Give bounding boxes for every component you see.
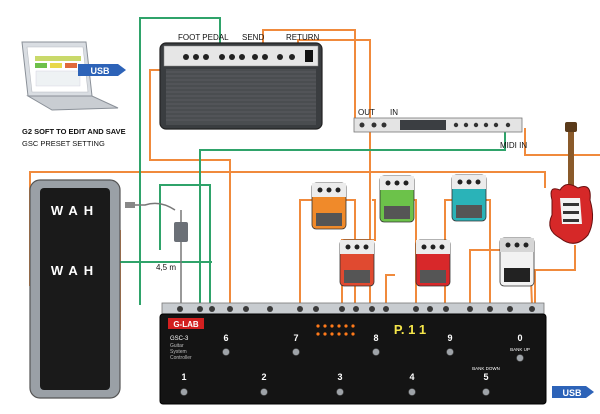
footswitch-1[interactable] bbox=[180, 388, 188, 396]
controller-brand: G-LAB bbox=[173, 320, 199, 329]
cable-length-label: 4,5 m bbox=[156, 263, 176, 272]
controller-jacks bbox=[177, 306, 535, 312]
cable-fx-out bbox=[524, 128, 600, 156]
cable-loop-1 bbox=[299, 199, 312, 305]
software-caption-line2: GSC PRESET SETTING bbox=[22, 139, 105, 148]
rack-in-label: IN bbox=[390, 108, 398, 117]
footswitch-label-5: 5 bbox=[483, 372, 488, 382]
wah-pedal: WAH WAH bbox=[29, 179, 121, 399]
rack-effect-unit bbox=[353, 117, 523, 133]
amp-knobs bbox=[183, 54, 295, 60]
controller-display: P. 1 1 bbox=[394, 322, 426, 337]
usb-label: USB bbox=[90, 66, 110, 76]
gsc3-controller: G-LAB GSC-3 Guitar System Controller P. … bbox=[159, 302, 547, 405]
footswitch-7[interactable] bbox=[292, 348, 300, 356]
green-cables bbox=[115, 17, 506, 305]
footswitch-label-4: 4 bbox=[409, 372, 414, 382]
power-adapter bbox=[125, 202, 188, 305]
amp-grille bbox=[166, 71, 316, 121]
amplifier bbox=[159, 42, 323, 130]
controller-line2: System bbox=[170, 349, 187, 355]
midi-in-label: MIDI IN bbox=[500, 141, 527, 150]
controller-line1: Guitar bbox=[170, 343, 184, 349]
footswitch-label-9: 9 bbox=[447, 333, 452, 343]
footswitch-0[interactable] bbox=[516, 354, 524, 362]
footswitch-label-8: 8 bbox=[373, 333, 378, 343]
footswitch-6[interactable] bbox=[222, 348, 230, 356]
cable-send bbox=[262, 29, 356, 128]
footswitch-5[interactable] bbox=[482, 388, 490, 396]
controller-model: GSC-3 bbox=[170, 336, 189, 342]
wah-label-top: WAH bbox=[51, 203, 99, 218]
foot-pedal-label: FOOT PEDAL bbox=[178, 33, 229, 42]
rack-out-label: OUT bbox=[358, 108, 375, 117]
footswitch-label-2: 2 bbox=[261, 372, 266, 382]
amp-power-switch bbox=[305, 50, 313, 62]
footswitch-3[interactable] bbox=[336, 388, 344, 396]
pedal-red-2 bbox=[415, 239, 451, 287]
controller-line3: Controller bbox=[170, 355, 192, 361]
cable-loop-8 bbox=[469, 249, 500, 305]
bank-up-label: BANK UP bbox=[510, 347, 530, 352]
usb-badge-controller: USB bbox=[552, 386, 594, 398]
pedal-white bbox=[499, 237, 535, 287]
footswitch-label-0: 0 bbox=[517, 333, 522, 343]
laptop bbox=[21, 41, 119, 111]
cable-guitar bbox=[534, 245, 576, 305]
footswitch-buttons bbox=[180, 348, 524, 396]
send-label: SEND bbox=[242, 33, 264, 42]
bank-down-label: BANK DOWN bbox=[472, 366, 500, 371]
footswitch-2[interactable] bbox=[260, 388, 268, 396]
cable-green-midi bbox=[199, 130, 506, 305]
usb-badge-laptop: USB bbox=[78, 64, 126, 76]
footswitch-8[interactable] bbox=[372, 348, 380, 356]
cable-loop-4 bbox=[385, 274, 395, 305]
controller-logo bbox=[168, 318, 204, 329]
cable-green-footpedal bbox=[159, 184, 211, 305]
led-cluster bbox=[316, 324, 355, 336]
cable-wah-loop bbox=[29, 171, 546, 188]
footswitch-label-3: 3 bbox=[337, 372, 342, 382]
pedal-green bbox=[379, 175, 415, 223]
usb-label-controller: USB bbox=[562, 388, 582, 398]
footswitch-label-7: 7 bbox=[293, 333, 298, 343]
software-caption-line1: G2 SOFT TO EDIT AND SAVE bbox=[22, 127, 126, 136]
footswitch-9[interactable] bbox=[446, 348, 454, 356]
return-label: RETURN bbox=[286, 33, 320, 42]
footswitch-label-1: 1 bbox=[181, 372, 186, 382]
electric-guitar bbox=[549, 122, 594, 244]
pedal-red bbox=[339, 239, 375, 287]
cable-green-top bbox=[139, 17, 221, 305]
wah-label-bottom: WAH bbox=[51, 263, 99, 278]
footswitch-label-6: 6 bbox=[223, 333, 228, 343]
pedal-teal bbox=[451, 174, 487, 222]
pedal-orange bbox=[311, 182, 347, 230]
footswitch-4[interactable] bbox=[408, 388, 416, 396]
